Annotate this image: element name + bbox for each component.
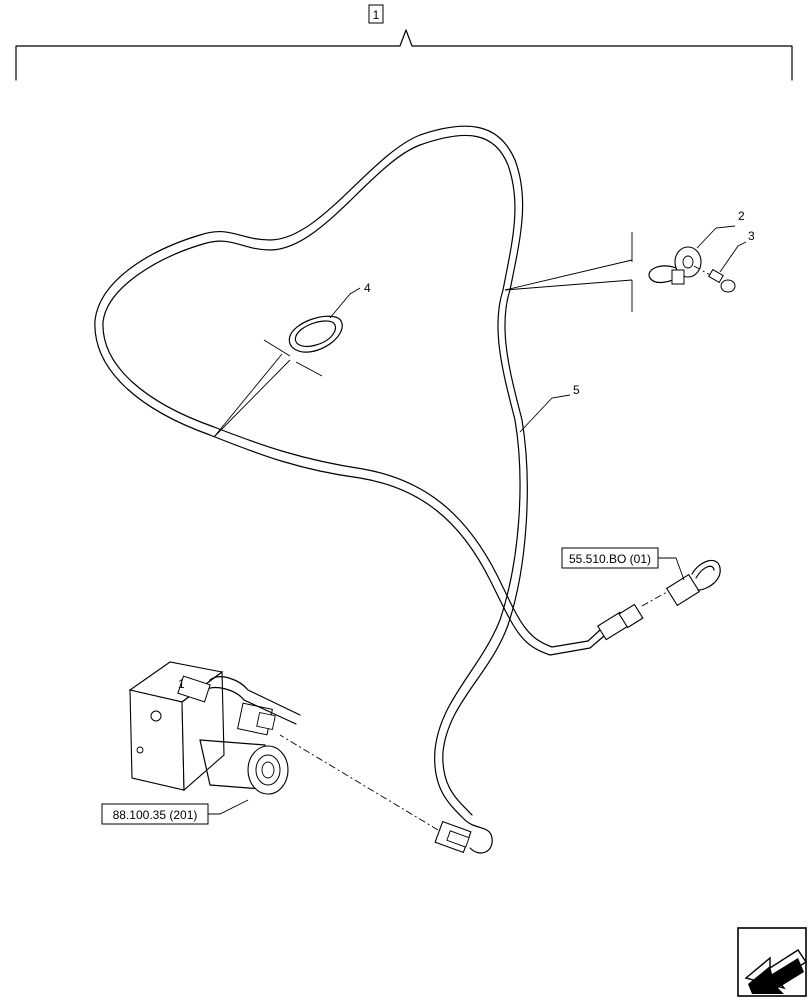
wire-harness bbox=[94, 125, 605, 821]
harness-connector[interactable] bbox=[596, 559, 721, 641]
clamp-leader bbox=[504, 232, 633, 312]
grommet-leader bbox=[213, 339, 323, 438]
valve-block[interactable]: 1 bbox=[128, 661, 301, 795]
callout-1[interactable]: 1 bbox=[373, 8, 380, 22]
screw[interactable]: 3 bbox=[693, 229, 755, 293]
reference-valve[interactable]: 88.100.35 (201) bbox=[101, 799, 249, 825]
reference-connector-label: 55.510.BO (01) bbox=[569, 552, 651, 566]
valve-port-mark: 1 bbox=[178, 677, 185, 691]
next-page-arrow-icon[interactable] bbox=[737, 927, 807, 997]
harness-callout[interactable]: 5 bbox=[519, 383, 580, 433]
reference-connector[interactable]: 55.510.BO (01) bbox=[561, 547, 685, 581]
clamp[interactable]: 2 bbox=[648, 209, 745, 285]
callout-5[interactable]: 5 bbox=[573, 383, 580, 397]
callout-4[interactable]: 4 bbox=[364, 281, 371, 295]
callout-3[interactable]: 3 bbox=[748, 229, 755, 243]
grommet[interactable]: 4 bbox=[288, 281, 371, 353]
valve-connector[interactable] bbox=[279, 734, 493, 854]
callout-2[interactable]: 2 bbox=[738, 209, 745, 223]
assembly-bracket: 1 bbox=[15, 4, 793, 81]
reference-valve-label: 88.100.35 (201) bbox=[113, 808, 198, 822]
